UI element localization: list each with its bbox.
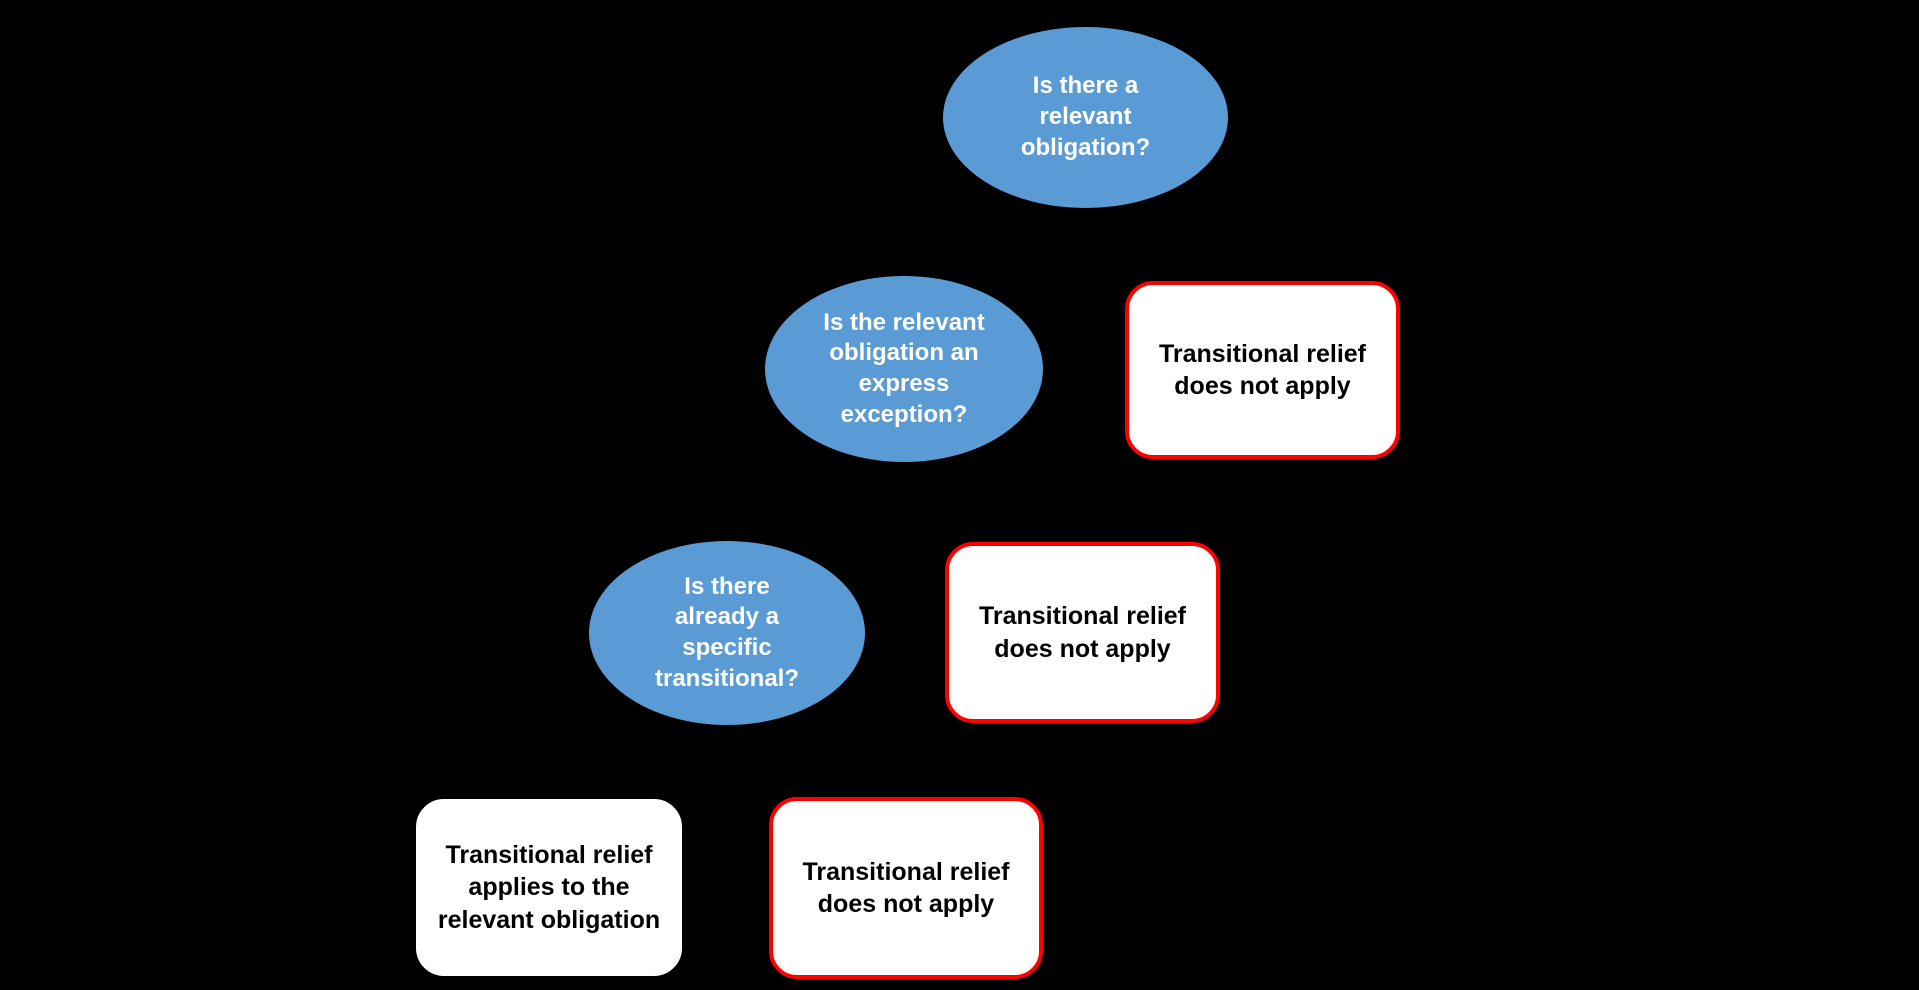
question-specific-transitional: Is there already a specific transitional… xyxy=(589,541,865,725)
outcome-relief-does-not-apply-3: Transitional relief does not apply xyxy=(769,797,1043,979)
outcome-relief-applies: Transitional relief applies to the relev… xyxy=(416,799,682,976)
outcome-relief-does-not-apply-2: Transitional relief does not apply xyxy=(945,542,1220,723)
question-express-exception: Is the relevant obligation an express ex… xyxy=(765,276,1043,462)
question-relevant-obligation: Is there a relevant obligation? xyxy=(943,27,1228,208)
outcome-relief-does-not-apply-1: Transitional relief does not apply xyxy=(1125,281,1400,459)
